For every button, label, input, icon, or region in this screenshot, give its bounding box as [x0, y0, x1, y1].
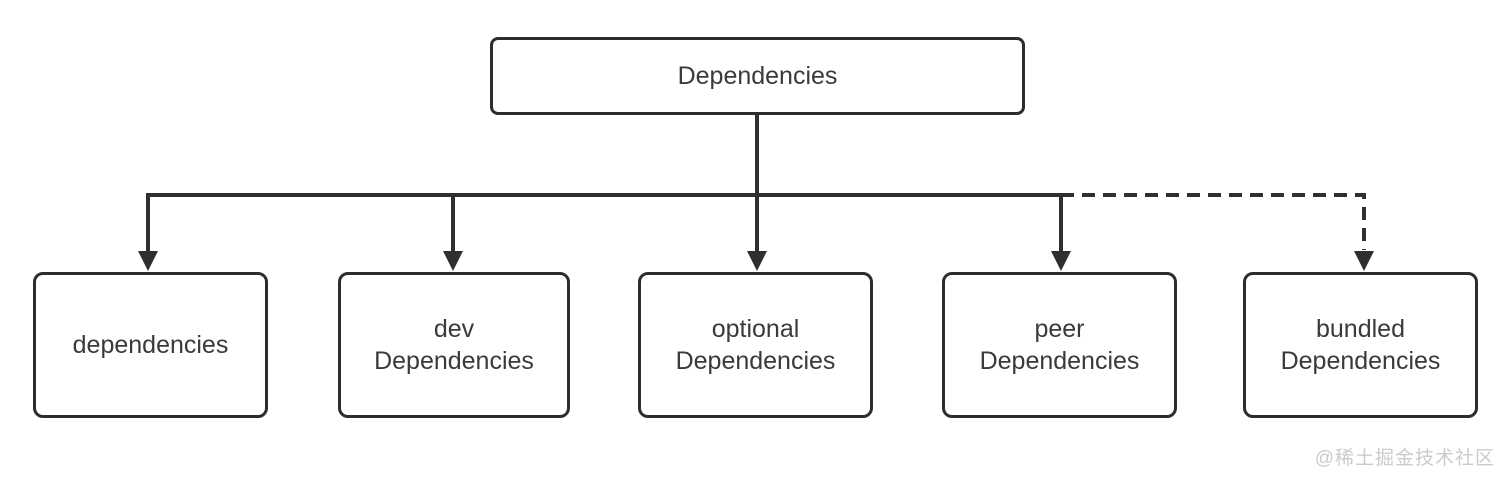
arrowhead-peer-dependencies	[1051, 251, 1071, 271]
node-bundled-dependencies: bundled Dependencies	[1243, 272, 1478, 418]
node-peer-dependencies: peer Dependencies	[942, 272, 1177, 418]
watermark-juejin-community: @稀土掘金技术社区	[1314, 448, 1495, 469]
node-label: dev Dependencies	[374, 315, 534, 375]
arrowhead-dev-dependencies	[443, 251, 463, 271]
node-label: peer Dependencies	[979, 315, 1140, 375]
node-dependencies-root: Dependencies	[490, 37, 1025, 115]
node-optional-dependencies: optional Dependencies	[638, 272, 873, 418]
bus-line-dashed	[1061, 193, 1366, 250]
node-label: dependencies	[72, 331, 229, 359]
node-label: bundled Dependencies	[1280, 315, 1441, 375]
bus-line-solid	[146, 193, 1061, 255]
node-label: optional Dependencies	[675, 315, 836, 375]
node-dev-dependencies: dev Dependencies	[338, 272, 570, 418]
arrowhead-bundled-dependencies	[1354, 251, 1374, 271]
arrowhead-dependencies	[138, 251, 158, 271]
node-dependencies: dependencies	[33, 272, 268, 418]
node-label: Dependencies	[677, 62, 838, 90]
arrowhead-optional-dependencies	[747, 251, 767, 271]
